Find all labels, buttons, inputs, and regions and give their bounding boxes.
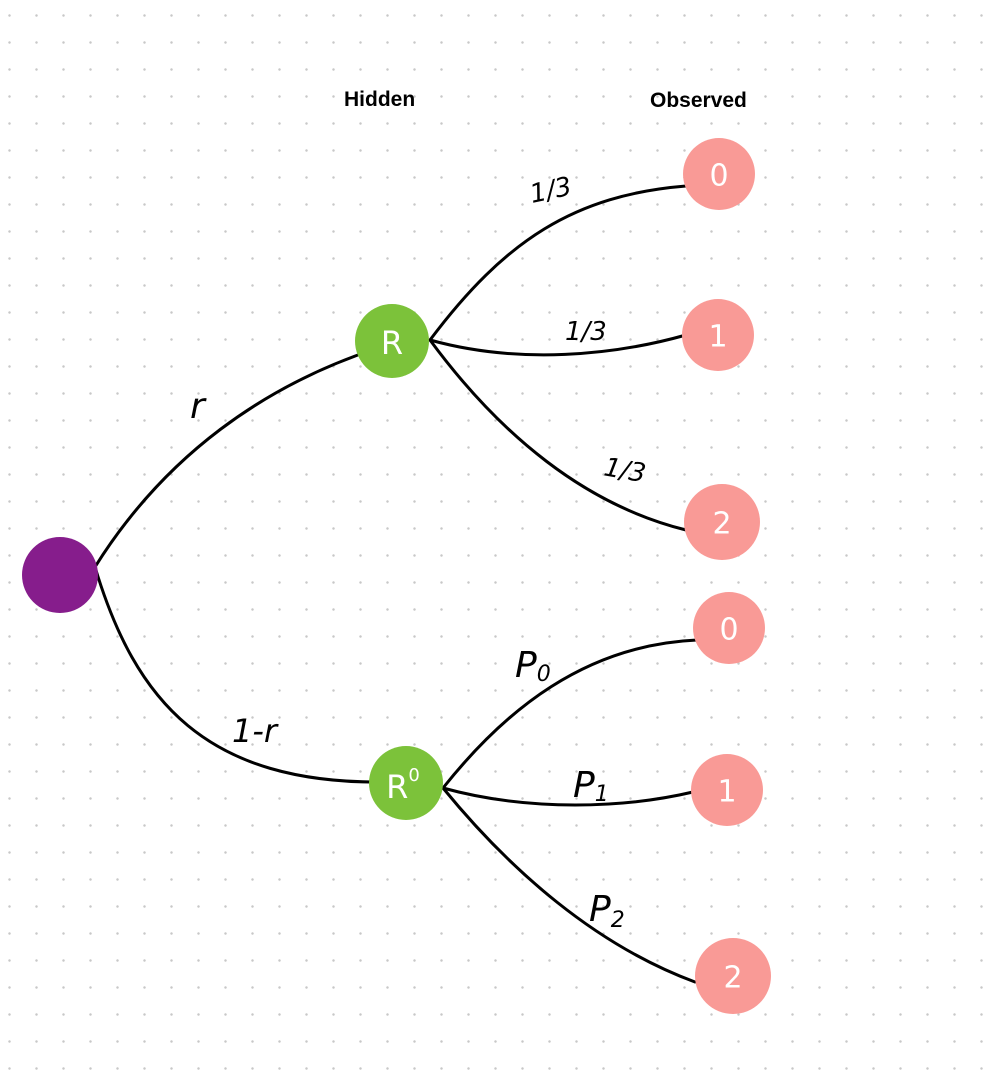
edge-label-r0-to-0-sub: 0	[537, 662, 551, 687]
edge-label-r0-to-2: P2	[589, 889, 625, 933]
observed-node-r0-2: 2	[695, 938, 771, 1014]
hidden-node-r0-circle	[369, 746, 443, 820]
observed-node-r0-2-label: 2	[723, 961, 742, 996]
observed-node-r-0-label: 0	[709, 159, 728, 194]
observed-node-r0-0-label: 0	[719, 613, 738, 648]
edge-label-r0-to-1-sub: 1	[595, 782, 609, 807]
observed-node-r0-1: 1	[691, 754, 763, 826]
observed-node-r-0-circle	[683, 138, 755, 210]
edge-label-r-to-2: 1/3	[602, 452, 648, 489]
edge-root-to-r0	[93, 565, 389, 784]
edge-r0-to-0	[441, 638, 699, 790]
observed-node-r-1-label: 1	[708, 320, 727, 355]
edge-r-to-1	[428, 333, 688, 357]
observed-node-r-2-circle	[684, 484, 760, 560]
observed-node-r-1-circle	[682, 299, 754, 371]
edge-root-to-r	[93, 346, 380, 569]
hidden-node-r: R	[355, 304, 429, 378]
edge-r0-to-2	[441, 786, 697, 984]
observed-node-r-2: 2	[684, 484, 760, 560]
edge-label-r-to-0: 1/3	[527, 172, 574, 210]
hidden-node-r0-label-sup: 0	[408, 765, 419, 786]
edge-label-r-to-1: 1/3	[565, 317, 607, 347]
edge-label-r0-to-0: P0	[515, 645, 551, 687]
edge-r-to-0	[428, 184, 688, 342]
observed-node-r-2-label: 2	[712, 507, 731, 542]
hidden-node-r-label: R	[381, 324, 403, 362]
edge-r0-to-1	[441, 786, 695, 807]
edge-label-r0-to-0-main: P	[515, 645, 537, 686]
observed-column-header: Observed	[650, 89, 747, 112]
edge-label-r0-to-2-sub: 2	[611, 908, 625, 933]
observed-node-r0-0: 0	[693, 592, 765, 664]
observed-node-r0-2-circle	[695, 938, 771, 1014]
observed-node-r0-1-circle	[691, 754, 763, 826]
hidden-node-r-circle	[355, 304, 429, 378]
edge-label-r0-to-1-main: P	[573, 765, 595, 806]
hidden-node-r0-label-main: R	[386, 768, 408, 806]
edge-label-root-to-r0: 1-r	[232, 712, 279, 750]
edge-r-to-2	[428, 338, 688, 532]
hidden-column-header: Hidden	[344, 88, 416, 111]
hidden-node-r0-label: R0	[386, 765, 420, 807]
observed-node-r0-1-label: 1	[717, 775, 736, 810]
edge-label-r0-to-2-main: P	[589, 889, 611, 930]
hidden-node-r0: R0	[369, 746, 443, 820]
observed-node-r-0: 0	[683, 138, 755, 210]
observed-node-r0-0-circle	[693, 592, 765, 664]
edge-label-root-to-r: r	[190, 386, 207, 427]
root-node	[22, 537, 98, 613]
observed-node-r-1: 1	[682, 299, 754, 371]
edge-label-r0-to-1: P1	[573, 765, 609, 807]
